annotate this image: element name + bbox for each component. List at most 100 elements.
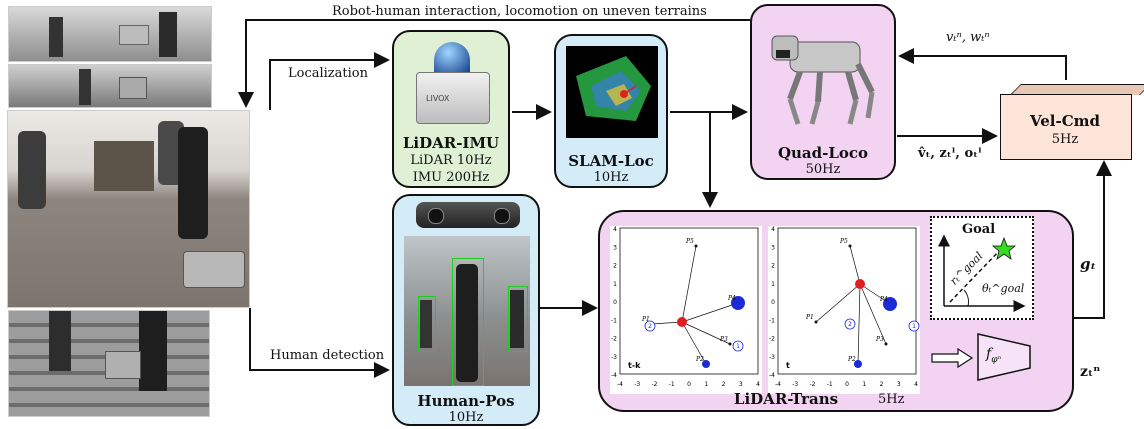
quad-loco-rate: 50Hz bbox=[805, 162, 841, 177]
point-label: P4 bbox=[879, 296, 888, 303]
point-marker bbox=[694, 244, 698, 248]
robot-dog bbox=[119, 77, 147, 99]
quad-loco-title: Quad-Loco bbox=[777, 144, 869, 162]
id-number: 1 bbox=[912, 323, 916, 330]
tick-label-x: 1 bbox=[862, 381, 866, 388]
person-legs bbox=[49, 17, 63, 57]
tick-label-y: 1 bbox=[613, 281, 617, 288]
tick-label-y: -4 bbox=[769, 372, 775, 379]
plot-tag: t-k bbox=[628, 361, 641, 370]
tick-label-y: 0 bbox=[613, 299, 617, 306]
vel-cmd-title: Vel-Cmd bbox=[1029, 112, 1101, 130]
label-human-detection: Human detection bbox=[270, 348, 385, 363]
f-phi-f: f bbox=[986, 346, 992, 362]
arrow-velcmd-quad bbox=[898, 48, 1067, 80]
tick-label-y: -3 bbox=[769, 354, 775, 361]
f-phi-block: fφⁿ bbox=[976, 332, 1032, 382]
goal-title: Goal bbox=[962, 222, 996, 237]
point-label: P2 bbox=[847, 356, 856, 363]
photo-hallway-small bbox=[8, 64, 212, 108]
id-circle bbox=[908, 320, 920, 332]
f-phi-sub: φⁿ bbox=[991, 354, 1002, 365]
edge-line bbox=[681, 245, 697, 323]
arrow-localization bbox=[269, 52, 390, 110]
tick-label-y: 1 bbox=[771, 281, 775, 288]
point-marker bbox=[731, 296, 745, 310]
person bbox=[178, 127, 208, 239]
robot-dog bbox=[119, 25, 149, 45]
id-circle bbox=[732, 340, 744, 352]
module-lidar-imu: LIVOX LiDAR-IMU LiDAR 10Hz IMU 200Hz bbox=[392, 30, 510, 188]
table bbox=[94, 141, 154, 191]
f-phi-label: fφⁿ bbox=[986, 346, 1001, 365]
tick-label-x: 0 bbox=[687, 381, 691, 388]
point-marker bbox=[702, 360, 710, 368]
tick-label-x: 3 bbox=[739, 381, 743, 388]
person bbox=[18, 131, 46, 209]
tick-label-y: -3 bbox=[611, 354, 617, 361]
lidar-trans-title: LiDAR-Trans bbox=[733, 390, 839, 408]
photo-room-main bbox=[7, 110, 250, 308]
tick-label-x: -2 bbox=[652, 381, 658, 388]
tick-label-y: -4 bbox=[611, 372, 617, 379]
point-label: P4 bbox=[727, 295, 736, 302]
point-label: P3 bbox=[875, 336, 884, 343]
label-goal-out: gₜ bbox=[1080, 255, 1097, 273]
detection-image bbox=[404, 236, 530, 386]
tick-label-x: -3 bbox=[792, 381, 798, 388]
tick-label-y: 2 bbox=[771, 263, 775, 270]
arrow-interaction bbox=[238, 19, 750, 108]
point-label: P5 bbox=[685, 238, 694, 245]
hollow-arrow-icon bbox=[930, 348, 974, 368]
label-localization: Localization bbox=[288, 66, 368, 81]
tick-label-x: 4 bbox=[756, 381, 760, 388]
point-marker bbox=[728, 342, 732, 346]
slam-map-image bbox=[566, 46, 658, 138]
tick-label-x: -4 bbox=[775, 381, 781, 388]
tick-label-x: 2 bbox=[722, 381, 726, 388]
tick-label-x: -4 bbox=[617, 381, 623, 388]
tick-label-y: -1 bbox=[769, 317, 775, 324]
lidar-imu-line2: IMU 200Hz bbox=[412, 170, 490, 185]
lidar-imu-title: LiDAR-IMU bbox=[402, 134, 500, 152]
label-top-arrow: Robot-human interaction, locomotion on u… bbox=[332, 4, 707, 19]
robot-dog bbox=[183, 251, 245, 288]
tick-label-y: 3 bbox=[613, 244, 617, 251]
edge-line bbox=[815, 283, 861, 323]
star-icon bbox=[991, 236, 1017, 260]
point-label: P2 bbox=[695, 356, 704, 363]
tick-label-y: -1 bbox=[611, 317, 617, 324]
ego-marker bbox=[677, 317, 687, 327]
goal-theta-label: θₜ^goal bbox=[982, 282, 1025, 295]
arrow-human-detection bbox=[249, 308, 390, 378]
label-observation: v̂ₜ, zₜˡ, oₜˡ bbox=[918, 146, 982, 161]
id-number: 2 bbox=[648, 323, 652, 330]
edge-line bbox=[857, 283, 861, 365]
person-legs bbox=[79, 69, 91, 105]
goal-panel: Goal rₜ^goal θₜ^goal bbox=[930, 216, 1034, 320]
human-pos-title: Human-Pos bbox=[417, 392, 515, 410]
id-number: 2 bbox=[848, 321, 852, 328]
slam-loc-title: SLAM-Loc bbox=[568, 152, 654, 170]
device-brand: LIVOX bbox=[426, 94, 450, 103]
vel-cmd-rate: 5Hz bbox=[1051, 132, 1079, 147]
ego-marker bbox=[855, 279, 865, 289]
id-number: 1 bbox=[736, 343, 740, 350]
plot-frame bbox=[619, 227, 759, 375]
robot-dog bbox=[105, 351, 141, 379]
person-legs bbox=[49, 311, 71, 371]
tick-label-y: -2 bbox=[611, 336, 617, 343]
tick-label-x: 1 bbox=[704, 381, 708, 388]
tick-label-y: 3 bbox=[771, 244, 775, 251]
tick-label-x: -1 bbox=[827, 381, 833, 388]
label-vel-command: vₜⁿ, wₜⁿ bbox=[946, 30, 990, 45]
point-marker bbox=[883, 297, 897, 311]
tick-label-y: 0 bbox=[771, 299, 775, 306]
edge-line bbox=[681, 321, 731, 345]
edge-line bbox=[859, 283, 887, 345]
robot-dog-image bbox=[760, 14, 888, 132]
id-circle bbox=[644, 320, 656, 332]
edge-line bbox=[681, 321, 707, 365]
